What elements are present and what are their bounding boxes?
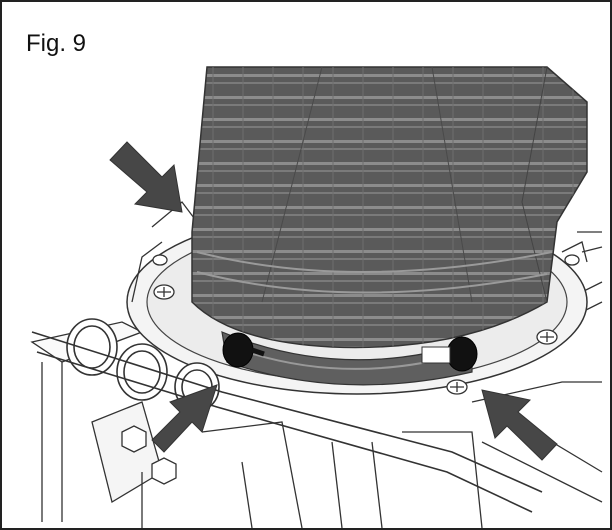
screw-icon xyxy=(152,254,168,266)
arrow-icon xyxy=(481,389,558,461)
discharge-chute xyxy=(191,66,588,386)
arrow-icon xyxy=(109,141,183,213)
screw-icon xyxy=(564,254,580,266)
rubber-plugs xyxy=(222,332,478,372)
screw-icon xyxy=(153,284,175,300)
screw-icon xyxy=(446,379,468,395)
spring-coil-icon xyxy=(116,343,168,401)
hex-bolts xyxy=(121,425,177,485)
figure-label: Fig. 9 xyxy=(26,30,87,57)
arrows xyxy=(109,141,558,461)
spring-coil-icon xyxy=(66,318,118,376)
screw-icon xyxy=(536,329,558,345)
screws xyxy=(152,254,580,395)
rubber-plug-icon xyxy=(222,332,265,368)
rubber-plug-icon xyxy=(421,336,478,372)
arrow-icon xyxy=(151,384,218,453)
